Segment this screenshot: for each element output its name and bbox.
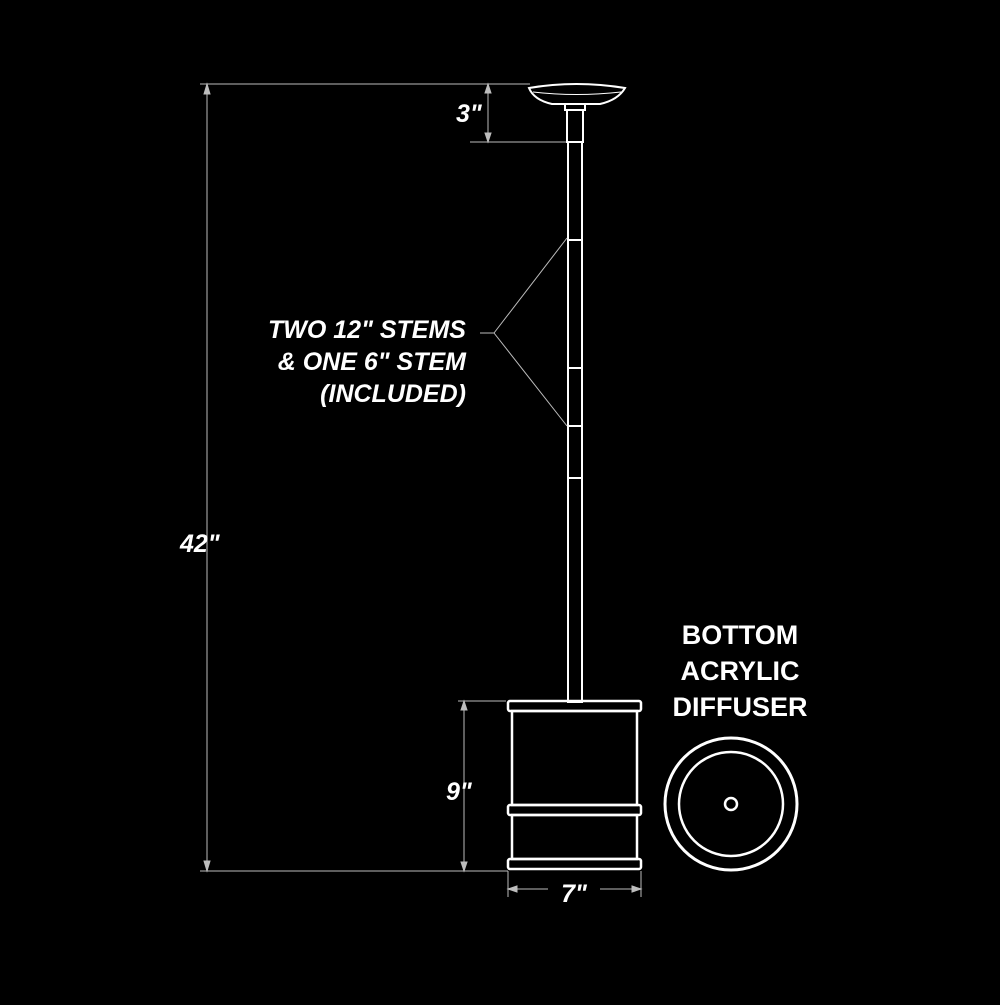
stem-callout-line-3: (INCLUDED): [320, 380, 466, 408]
diffuser-outer-ring: [663, 736, 799, 872]
shade-height-label: 9": [446, 778, 473, 806]
stem-callout-line-2: & ONE 6" STEM: [278, 348, 467, 376]
callout-leader: [493, 237, 568, 334]
arrowhead: [460, 699, 468, 711]
shade-width-label: 7": [561, 880, 588, 908]
drum-shade: [506, 699, 643, 871]
canopy-height-label: 3": [456, 100, 483, 128]
arrowhead: [203, 82, 211, 95]
arrowhead: [203, 860, 211, 873]
overall-height-label: 42": [179, 530, 221, 558]
diffuser-label-line-3: DIFFUSER: [673, 692, 808, 722]
shade-bottom-band: [506, 857, 643, 871]
callout-leader: [493, 332, 568, 427]
diffuser-inner-ring: [677, 750, 785, 858]
diffuser-label-line-1: BOTTOM: [682, 620, 799, 650]
arrowhead: [631, 885, 643, 893]
arrowhead: [484, 132, 492, 144]
diffuser-label-line-2: ACRYLIC: [681, 656, 800, 686]
bottom-diffuser-view: [663, 736, 799, 872]
stem-callout-line-1: TWO 12" STEMS: [268, 316, 466, 344]
arrowhead: [460, 861, 468, 873]
dimension-lines: [200, 82, 643, 897]
diffuser-center-hole: [723, 796, 739, 812]
arrowhead: [506, 885, 518, 893]
arrowhead: [484, 82, 492, 94]
